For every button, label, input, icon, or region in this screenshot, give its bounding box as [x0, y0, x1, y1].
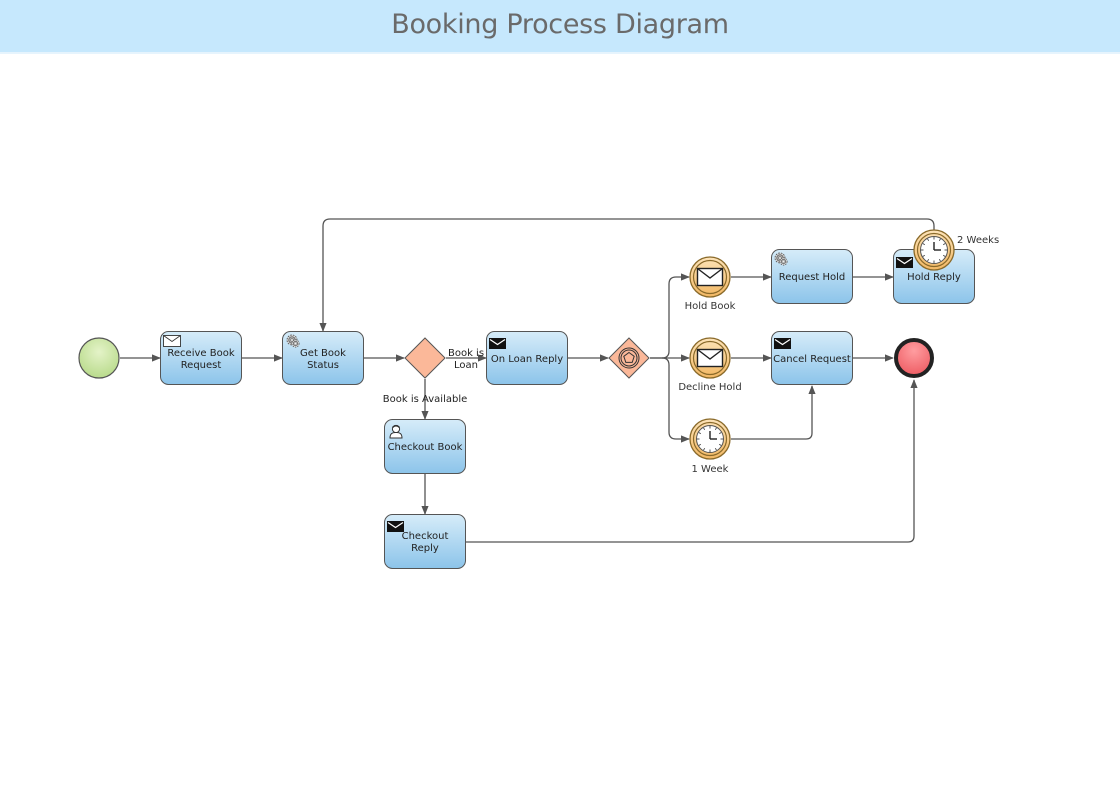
task-on-loan-reply[interactable]: On Loan Reply: [486, 331, 568, 385]
event-label: 1 Week: [692, 464, 729, 475]
diagram-header: Booking Process Diagram: [0, 0, 1120, 54]
task-label-line1: Receive Book: [167, 348, 234, 359]
event-based-gateway[interactable]: [608, 337, 650, 379]
end-event[interactable]: [894, 338, 934, 378]
flow-label-book-is-available: Book is Available: [383, 394, 468, 405]
envelope-filled-icon: [488, 337, 507, 350]
flow-eventgateway-to-oneweek[interactable]: [661, 357, 690, 443]
event-label: Hold Book: [685, 301, 736, 312]
user-icon: [389, 424, 403, 439]
task-label-line2: Request: [181, 360, 222, 371]
task-label: Cancel Request: [773, 354, 851, 365]
task-label-line1: Get Book: [300, 348, 346, 359]
exclusive-gateway-book-status[interactable]: [404, 337, 446, 379]
flow-checkoutreply-to-end[interactable]: [466, 379, 918, 543]
envelope-outline-icon: [163, 335, 181, 347]
event-two-weeks-timer[interactable]: 2 Weeks: [913, 229, 999, 271]
task-cancel-request[interactable]: Cancel Request: [771, 331, 853, 385]
sequence-flows: [120, 218, 935, 543]
event-label: Decline Hold: [678, 382, 741, 393]
event-label: 2 Weeks: [957, 235, 999, 246]
diagram-title: Booking Process Diagram: [391, 9, 729, 40]
task-checkout-book[interactable]: Checkout Book: [384, 419, 466, 474]
event-decline-hold[interactable]: Decline Hold: [678, 337, 742, 393]
task-receive-book-request[interactable]: Receive Book Request: [160, 331, 242, 385]
message-event-icon: [689, 256, 731, 298]
envelope-filled-icon: [773, 337, 792, 350]
task-label: Hold Reply: [907, 272, 961, 283]
task-label: On Loan Reply: [491, 354, 563, 365]
task-label: Checkout Book: [388, 442, 463, 453]
flow-label-book-is-loan-line2: Loan: [454, 360, 478, 371]
clock-icon: [913, 229, 955, 271]
task-get-book-status[interactable]: Get Book Status: [282, 331, 364, 385]
pentagon-icon: [618, 347, 640, 369]
task-label: Request Hold: [779, 272, 846, 283]
task-label-line2: Reply: [411, 543, 439, 554]
task-label-line1: Checkout: [402, 531, 449, 542]
flow-eventgateway-to-holdbook[interactable]: [650, 273, 690, 359]
flow-label-book-is-loan-line1: Book is: [448, 348, 484, 359]
flow-twoweeks-to-getstatus[interactable]: [319, 218, 935, 332]
task-request-hold[interactable]: Request Hold: [771, 249, 853, 304]
message-event-icon: [689, 337, 731, 379]
task-checkout-reply[interactable]: Checkout Reply: [384, 514, 466, 569]
clock-icon: [689, 418, 731, 460]
start-event[interactable]: [78, 337, 120, 379]
flow-oneweek-to-cancel[interactable]: [731, 385, 816, 440]
task-label-line2: Status: [307, 360, 339, 371]
event-one-week-timer[interactable]: 1 Week: [689, 418, 731, 475]
event-hold-book[interactable]: Hold Book: [685, 256, 736, 312]
envelope-filled-icon: [895, 256, 914, 269]
